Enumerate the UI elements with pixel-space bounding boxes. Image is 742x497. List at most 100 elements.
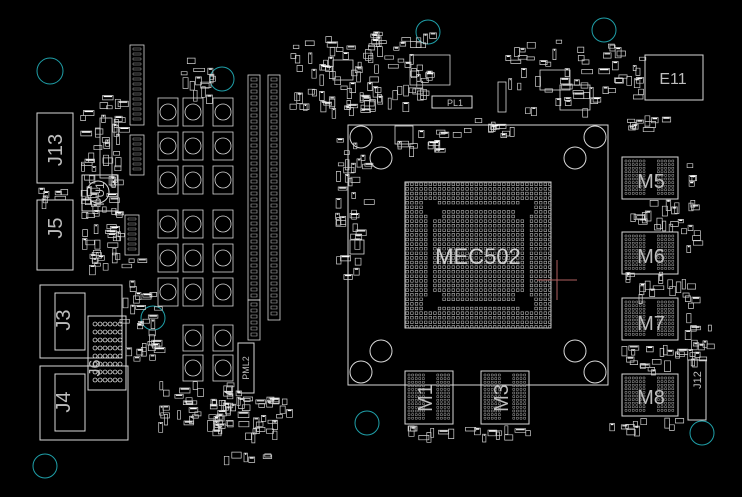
mounting-holes — [32, 17, 715, 479]
mounting-hole — [354, 410, 380, 436]
memory-chips — [404, 156, 679, 425]
ic-package — [559, 84, 591, 111]
choke-outline — [182, 354, 204, 382]
small-ic-outline — [129, 44, 145, 126]
e11-label: E11 — [659, 71, 686, 88]
gpu-corner-hole — [583, 360, 607, 384]
chip-m7-outline — [621, 297, 679, 341]
rail-pads — [250, 302, 258, 337]
passive-marks — [39, 32, 707, 459]
ic-package — [349, 239, 365, 255]
m1-label: M1 — [415, 384, 437, 412]
choke-ring — [184, 137, 202, 155]
choke-outline — [157, 97, 179, 127]
choke-ring — [159, 215, 177, 233]
mounting-hole — [415, 19, 441, 45]
chip-m6-balls — [624, 234, 675, 270]
chip-m3-outline — [480, 370, 530, 425]
choke-outline — [212, 131, 234, 161]
j4-inner — [54, 373, 86, 432]
choke-outline — [157, 243, 179, 273]
silkscreen-labels: MEC502 J13 J5 J3 J4 J6 J12 M1 M3 M5 M6 M… — [45, 71, 704, 413]
gpu-bga-grid — [405, 182, 552, 329]
main-ic-label: MEC502 — [435, 244, 521, 269]
choke-ring — [159, 171, 177, 189]
choke-ring — [184, 283, 202, 301]
choke-ring — [214, 329, 232, 347]
chip-m3-balls — [483, 373, 526, 420]
chip-m8-balls — [624, 376, 675, 412]
choke-outline — [212, 277, 234, 307]
choke-ring — [184, 359, 202, 377]
choke-outline — [157, 277, 179, 307]
ic-package — [409, 54, 451, 86]
small-ic-outline — [129, 134, 145, 176]
choke-ring — [214, 283, 232, 301]
ic-package — [497, 81, 507, 113]
j3-outline — [39, 284, 123, 359]
choke-ring — [159, 249, 177, 267]
rail-pads — [270, 77, 278, 316]
choke-outline — [182, 97, 204, 127]
gpu-corner-hole — [563, 146, 587, 170]
choke-ring — [159, 137, 177, 155]
j4-label: J4 — [53, 391, 75, 412]
j6-pins — [92, 321, 123, 383]
m7-label: M7 — [637, 313, 665, 335]
cursor-crosshair — [537, 260, 577, 300]
choke-ring — [159, 283, 177, 301]
j13-outline — [36, 112, 74, 184]
mounting-hole — [591, 17, 617, 43]
j6-label: J6 — [87, 359, 104, 376]
small-ic-pins — [132, 137, 142, 171]
pu1-label: PU1 — [93, 182, 107, 206]
small-ic-pins — [127, 217, 137, 251]
ic-package — [539, 69, 571, 91]
chip-m8-outline — [621, 373, 679, 417]
gpu-bga-outline — [404, 181, 552, 329]
rail-outline — [267, 74, 281, 321]
choke-outline — [212, 165, 234, 195]
j4-outline — [39, 365, 129, 441]
choke-outline — [182, 131, 204, 161]
ic-package — [99, 117, 113, 179]
gpu-corner-hole — [563, 339, 587, 363]
choke-ring — [184, 329, 202, 347]
choke-outline — [182, 243, 204, 273]
choke-ring — [159, 103, 177, 121]
j3-inner — [54, 292, 86, 351]
choke-ring — [184, 103, 202, 121]
connectors — [36, 54, 707, 441]
m3-label: M3 — [491, 384, 513, 412]
j12-label: J12 — [692, 371, 704, 389]
choke-ring — [214, 171, 232, 189]
pml2-outline — [237, 342, 255, 394]
mounting-hole — [36, 57, 64, 85]
chip-m5-outline — [621, 156, 679, 200]
j5-label: J5 — [45, 217, 67, 238]
choke-ring — [214, 249, 232, 267]
choke-ring — [184, 171, 202, 189]
choke-outline — [212, 97, 234, 127]
pml2-label: PML2 — [241, 356, 251, 380]
vertical-component-rails — [124, 44, 281, 341]
j3-label: J3 — [53, 309, 75, 330]
bga-balls — [405, 182, 552, 329]
main-ic-outline — [347, 124, 609, 386]
m8-label: M8 — [637, 387, 665, 409]
rail-outline — [247, 299, 261, 341]
choke-outline — [157, 209, 179, 239]
j13-label: J13 — [45, 134, 67, 166]
choke-ring — [214, 103, 232, 121]
passive-pads — [38, 31, 715, 466]
choke-outline — [212, 209, 234, 239]
m6-label: M6 — [637, 246, 665, 268]
mounting-hole — [32, 453, 58, 479]
ic-package — [332, 59, 354, 81]
choke-outline — [182, 165, 204, 195]
gpu-corner-hole — [349, 125, 373, 149]
small-ic-outline — [124, 214, 140, 256]
m5-label: M5 — [637, 171, 665, 193]
choke-outline — [212, 243, 234, 273]
